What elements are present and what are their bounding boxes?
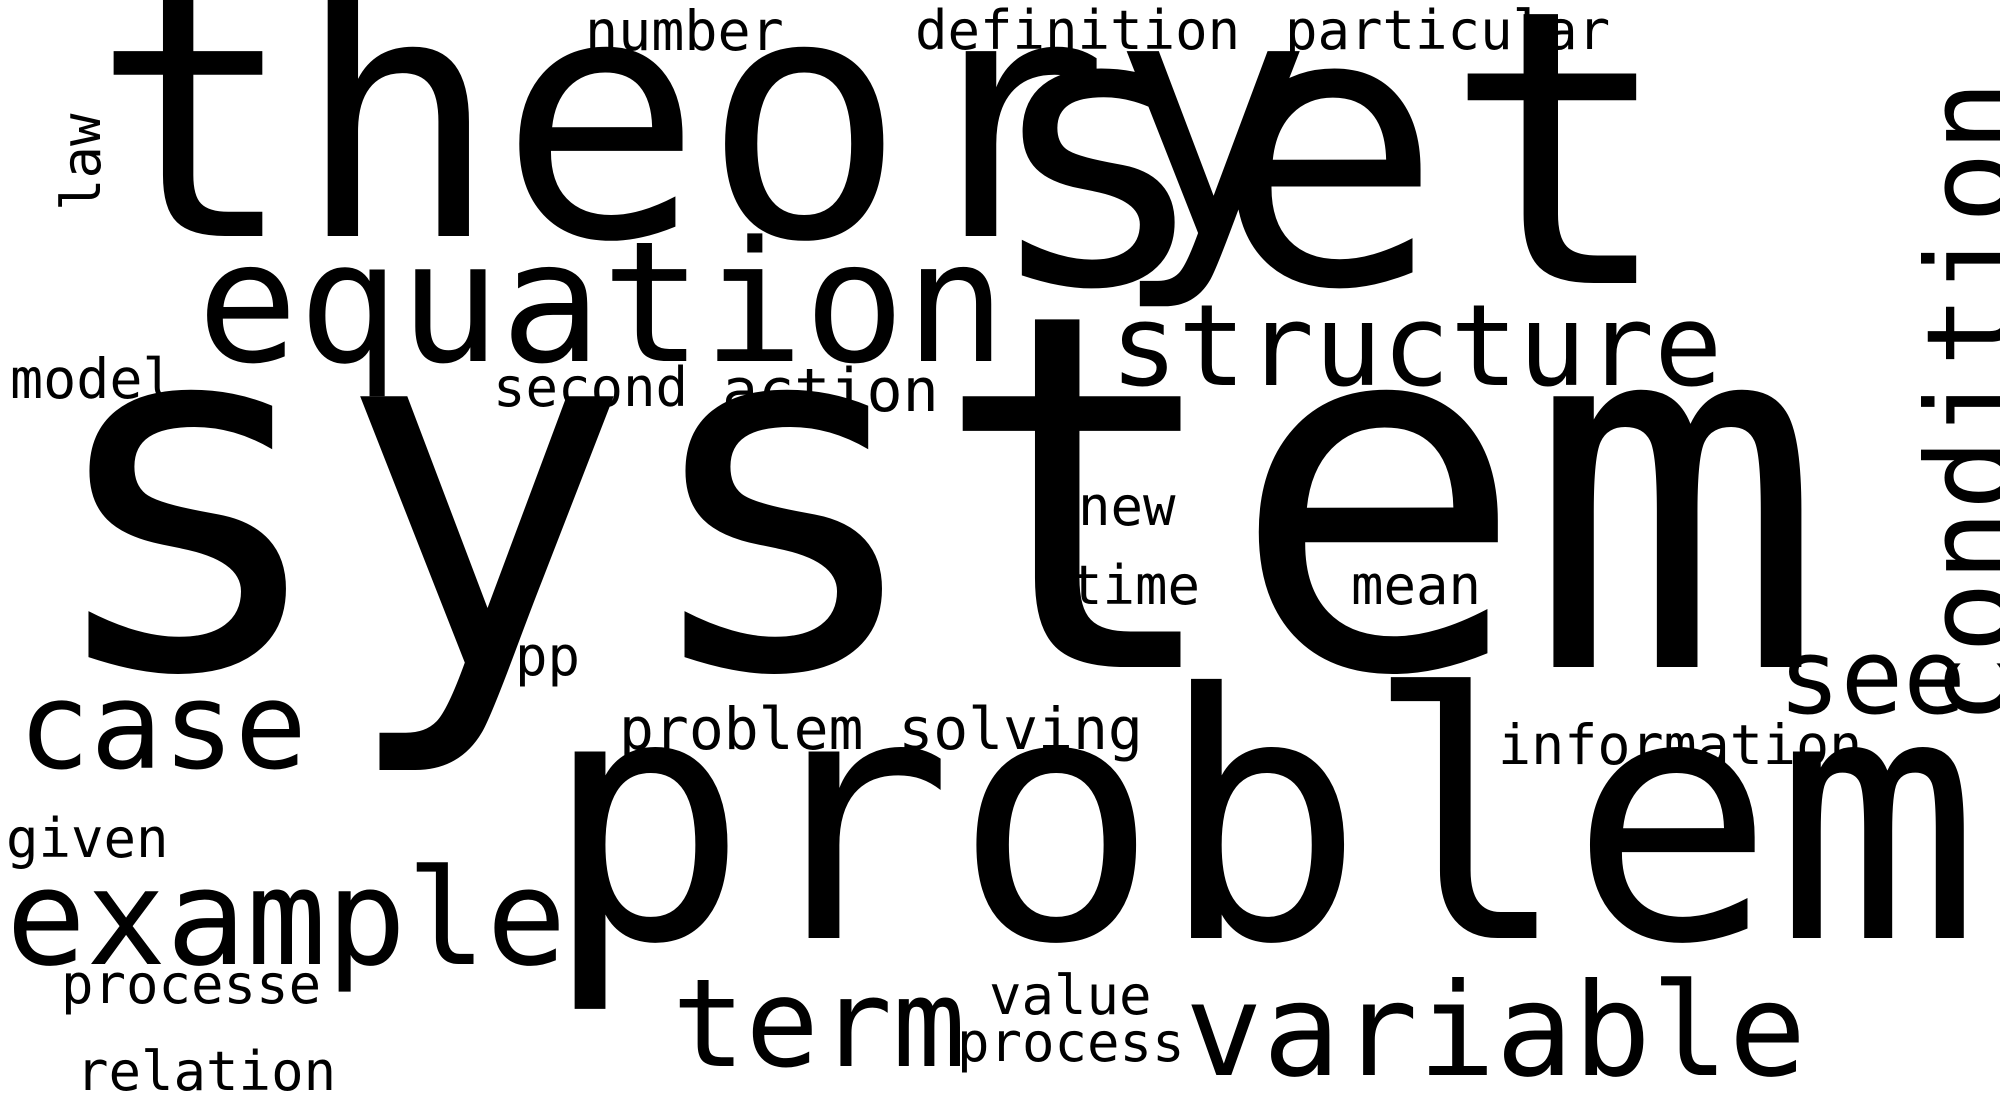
word-law: law <box>50 113 113 211</box>
word-problem: problem <box>543 622 1981 1019</box>
word-information: information <box>1498 713 1863 777</box>
word-equation: equation <box>197 205 1007 401</box>
word-time: time <box>1070 554 1201 617</box>
word-condition: condition <box>1902 80 2000 725</box>
word-case: case <box>18 658 307 797</box>
word-given: given <box>6 807 169 870</box>
word-pp: pp <box>515 625 581 688</box>
word-see: see <box>1778 616 1966 738</box>
word-set: set <box>982 0 1674 374</box>
word-theory: theory <box>92 0 1313 316</box>
word-model: model <box>10 347 176 411</box>
word-value: value <box>989 964 1152 1027</box>
word-mean: mean <box>1351 554 1482 617</box>
word-structure: structure <box>1110 280 1723 412</box>
word-new: new <box>1078 475 1176 538</box>
word-particular: particular <box>1285 0 1611 62</box>
word-second: second <box>493 356 689 419</box>
word-term: term <box>672 953 966 1095</box>
word-action: action <box>722 356 939 426</box>
word-number: number <box>585 0 784 63</box>
word-system: system <box>37 208 1826 784</box>
word-processe: processe <box>61 953 322 1016</box>
word-relation: relation <box>76 1040 337 1100</box>
word-problem-solving: problem solving <box>619 695 1143 763</box>
word-variable: variable <box>1185 956 1807 1100</box>
word-example: example <box>6 842 567 996</box>
word-definition: definition <box>915 0 1241 62</box>
word-process: process <box>957 1011 1185 1074</box>
